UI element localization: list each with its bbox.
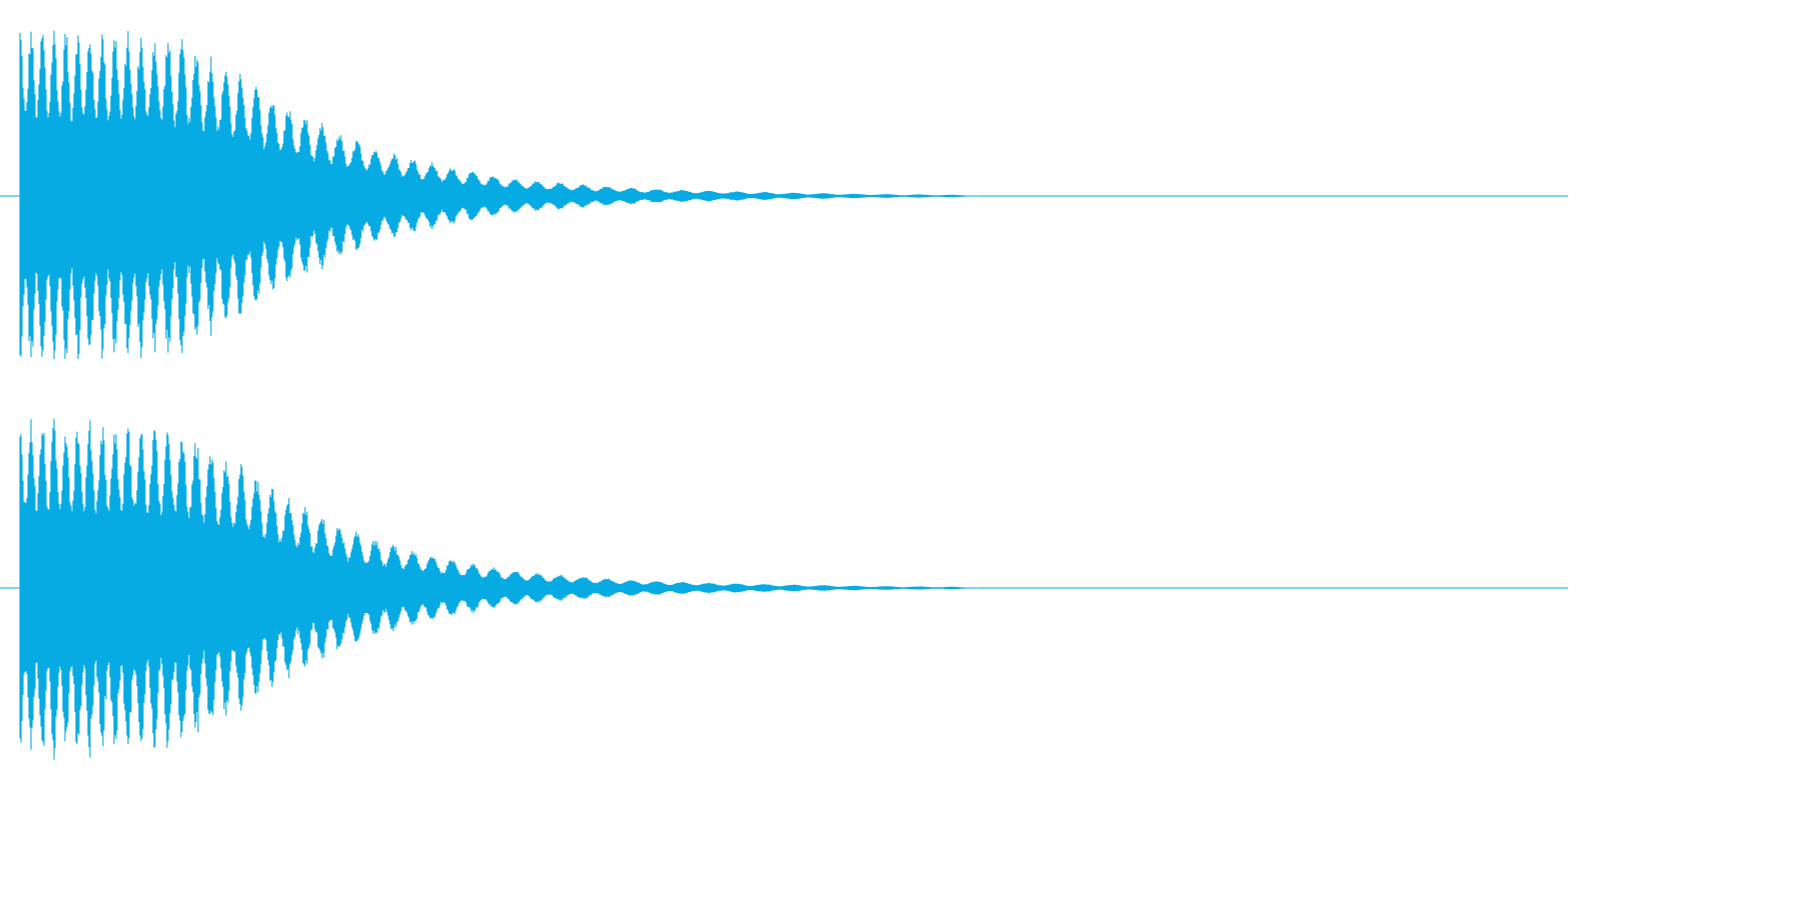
channel-1-signal xyxy=(19,30,1006,360)
channel-2-signal xyxy=(19,418,1007,760)
channel-1-waveform xyxy=(0,30,1568,360)
channel-2-waveform xyxy=(0,418,1568,760)
waveform-figure xyxy=(0,30,1568,760)
